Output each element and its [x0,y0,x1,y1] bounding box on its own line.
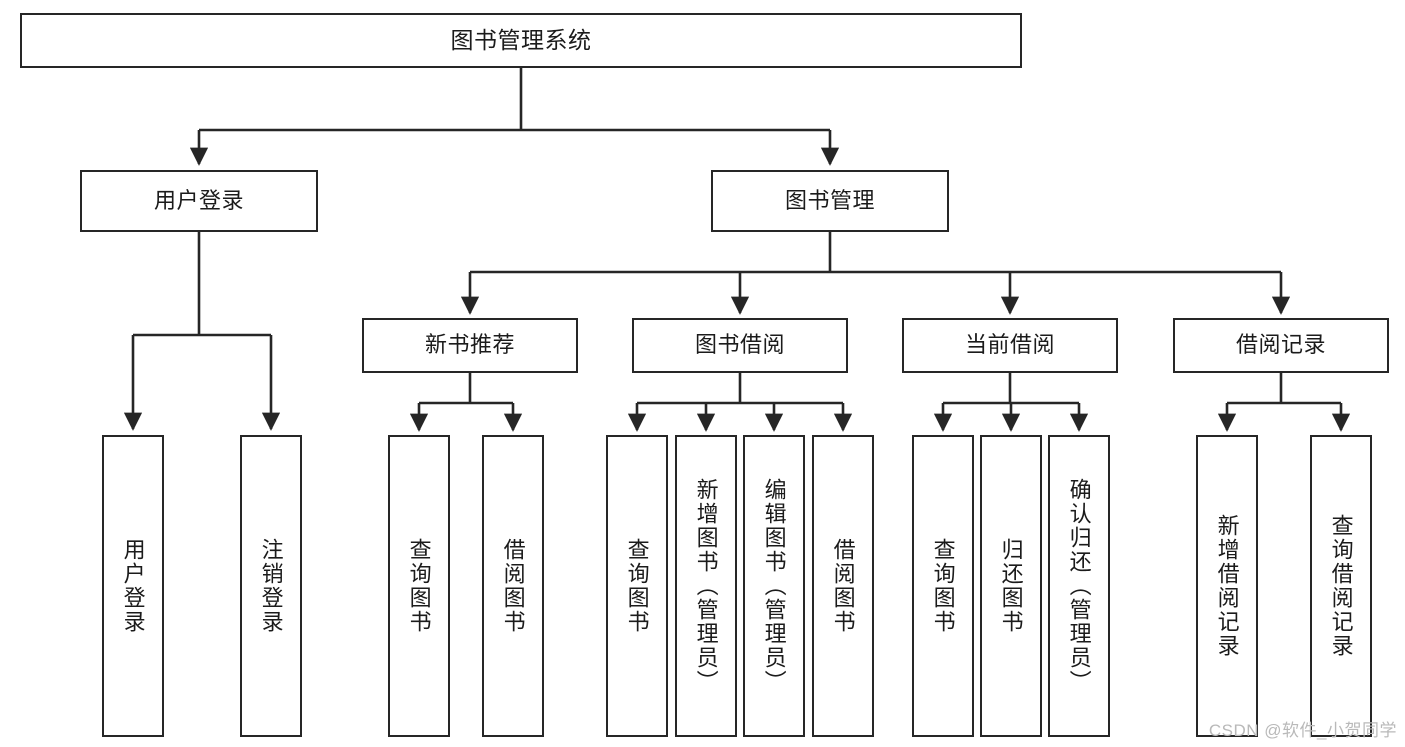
csdn-watermark: CSDN @软件_小贺同学 [1208,721,1397,740]
node-leaf-borrow-add[interactable]: 新增图书（管理员） [675,435,737,737]
node-root-label: 图书管理系统 [450,26,592,53]
node-new-book-rec-label: 新书推荐 [424,332,515,358]
node-leaf-cur-query-label: 查询图书 [930,538,956,634]
node-book-manage-label: 图书管理 [784,187,875,213]
node-leaf-rec-add-label: 新增借阅记录 [1214,514,1240,658]
node-leaf-rec-search[interactable]: 查询借阅记录 [1310,435,1372,737]
node-leaf-cur-confirm[interactable]: 确认归还（管理员） [1048,435,1110,737]
node-leaf-cur-return[interactable]: 归还图书 [980,435,1042,737]
node-current-borrow-label: 当前借阅 [964,332,1055,358]
node-user-login[interactable]: 用户登录 [80,170,318,232]
node-leaf-user-login[interactable]: 用户登录 [102,435,164,737]
node-leaf-borrow-query[interactable]: 查询图书 [606,435,668,737]
node-leaf-borrow-edit[interactable]: 编辑图书（管理员） [743,435,805,737]
node-leaf-rec-query-label: 查询图书 [406,538,432,634]
node-leaf-user-login-label: 用户登录 [120,538,146,634]
node-leaf-borrow-add-label: 新增图书（管理员） [693,478,719,694]
node-new-book-rec[interactable]: 新书推荐 [362,318,578,373]
node-leaf-user-logout[interactable]: 注销登录 [240,435,302,737]
node-leaf-rec-search-label: 查询借阅记录 [1328,514,1354,658]
node-leaf-borrow-borrow[interactable]: 借阅图书 [812,435,874,737]
node-leaf-rec-query[interactable]: 查询图书 [388,435,450,737]
node-leaf-cur-return-label: 归还图书 [998,538,1024,634]
node-root[interactable]: 图书管理系统 [20,13,1022,68]
node-borrow-record[interactable]: 借阅记录 [1173,318,1389,373]
node-leaf-rec-add[interactable]: 新增借阅记录 [1196,435,1258,737]
node-leaf-borrow-borrow-label: 借阅图书 [830,538,856,634]
node-current-borrow[interactable]: 当前借阅 [902,318,1118,373]
node-leaf-cur-query[interactable]: 查询图书 [912,435,974,737]
node-book-manage[interactable]: 图书管理 [711,170,949,232]
node-leaf-borrow-edit-label: 编辑图书（管理员） [761,478,787,694]
node-leaf-cur-confirm-label: 确认归还（管理员） [1066,478,1092,694]
node-leaf-rec-borrow-label: 借阅图书 [500,538,526,634]
node-leaf-user-logout-label: 注销登录 [258,538,284,634]
node-leaf-rec-borrow[interactable]: 借阅图书 [482,435,544,737]
node-book-borrow-label: 图书借阅 [694,332,785,358]
node-book-borrow[interactable]: 图书借阅 [632,318,848,373]
node-borrow-record-label: 借阅记录 [1235,332,1326,358]
node-leaf-borrow-query-label: 查询图书 [624,538,650,634]
node-user-login-label: 用户登录 [153,187,244,213]
